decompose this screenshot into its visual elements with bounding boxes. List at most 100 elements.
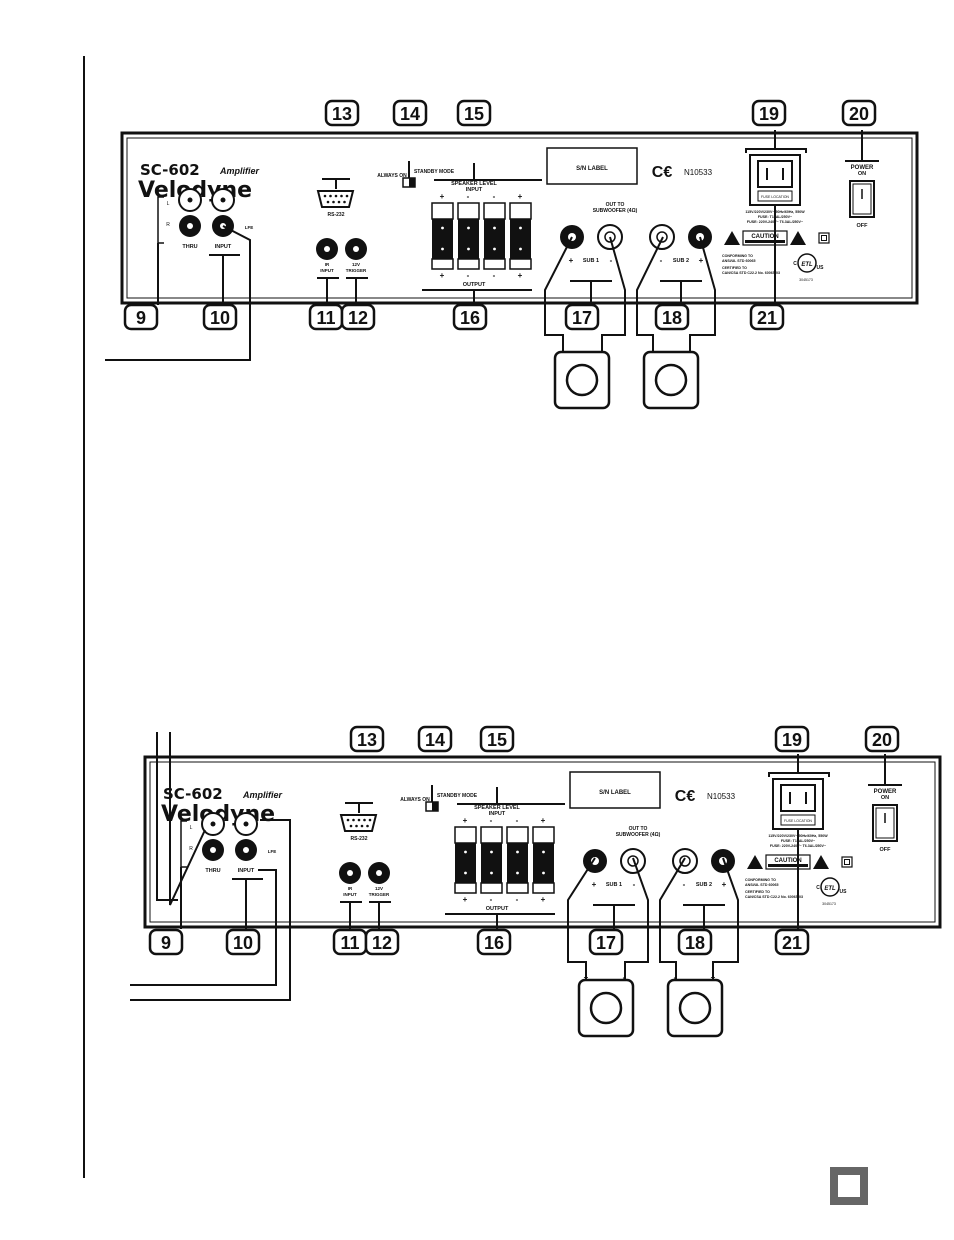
callout-box [324, 99, 360, 127]
sn-label-box [546, 147, 638, 185]
terminal-screw [493, 247, 496, 251]
terminal-screw [490, 850, 493, 854]
terminal-sign: + [440, 192, 445, 201]
rs232-pin [340, 194, 343, 198]
callout-box [349, 725, 385, 753]
callout-16-top: 16 [452, 303, 488, 331]
jack-ir-input [339, 862, 361, 884]
terminal-screw [467, 226, 470, 230]
callout-box [654, 303, 690, 331]
sign-sub2-plus: + [699, 256, 704, 265]
post-center [627, 855, 639, 867]
label-lfe: LFE [245, 225, 254, 230]
terminal-block [533, 843, 554, 883]
ce-mark: C€ [675, 788, 696, 805]
terminal-block [507, 843, 528, 883]
terminal-sign: - [490, 895, 493, 904]
callout-13-top: 13 [324, 99, 360, 127]
label-speaker-level: SPEAKER LEVEL [451, 181, 497, 187]
terminal-sign: - [516, 816, 519, 825]
callout-number: 15 [464, 104, 484, 124]
callout-number: 9 [136, 308, 146, 328]
terminal-bottom [457, 258, 480, 270]
callout-number: 18 [685, 933, 705, 953]
callout-10-bottom: 10 [225, 928, 261, 956]
callout-9-top: 9 [123, 303, 159, 331]
label-certified: CERTIFIED TO [745, 890, 770, 894]
class2-box-icon [818, 232, 830, 244]
terminal-block [510, 219, 531, 259]
callout-number: 11 [316, 308, 335, 328]
callout-number: 20 [872, 730, 892, 750]
callout-9-bottom: 9 [148, 928, 184, 956]
label-standard1: ANSI/UL STD 60065 [722, 259, 756, 263]
speaker-1-bottom [577, 978, 635, 1038]
callout-box [392, 99, 428, 127]
wire-sub2-plus-bottom [712, 857, 739, 980]
rs232-pin [337, 200, 341, 204]
label-input: INPUT [238, 868, 255, 874]
wire-sub2-plus-top [689, 236, 716, 352]
terminal-sign: + [463, 816, 468, 825]
post-sub1-minus [620, 848, 646, 874]
callout-11-bottom: 11 [332, 928, 368, 956]
label-12v: 12V [375, 886, 383, 891]
callout-box [479, 725, 515, 753]
callout-number: 15 [487, 730, 507, 750]
terminal-block [455, 843, 476, 883]
terminal-screw [464, 871, 467, 875]
model-suffix: Amplifier [242, 790, 283, 800]
label-input: INPUT [215, 244, 232, 250]
class2-inner-icon [844, 859, 850, 865]
rca-pin [187, 223, 193, 229]
callout-10-top: 10 [202, 303, 238, 331]
callout-17-bottom: 17 [588, 928, 624, 956]
callout-number: 10 [233, 933, 253, 953]
warning-triangle-icon [747, 855, 763, 869]
rs232-pin [349, 824, 353, 828]
label-12v: 12V [352, 262, 360, 267]
chassis-inner [149, 761, 936, 923]
label-etl-us: US [817, 265, 825, 271]
terminal-bottom [509, 258, 532, 270]
wire-lfe-top [105, 225, 251, 361]
label-ir: IR [325, 262, 330, 267]
callout-box [751, 99, 787, 127]
callout-number: 14 [425, 730, 445, 750]
terminal-screw [467, 247, 470, 251]
rs232-pin [360, 824, 364, 828]
callout-box [841, 99, 877, 127]
callout-number: 12 [372, 933, 392, 953]
callout-15-bottom: 15 [479, 725, 515, 753]
post-sub2-minus [672, 848, 698, 874]
ce-mark: C€ [652, 164, 673, 181]
jack-12v-trigger [345, 238, 367, 260]
terminal-top [506, 826, 529, 844]
terminal-sign: - [516, 895, 519, 904]
callout-number: 14 [400, 104, 420, 124]
callout-box [677, 928, 713, 956]
label-conforming: CONFORMING TO [722, 254, 753, 258]
sign-sub2-minus: - [660, 256, 663, 265]
label-standby-mode: STANDBY MODE [414, 169, 455, 175]
callout-box [417, 725, 453, 753]
label-sub2: SUB 2 [673, 258, 689, 264]
terminal-bottom [532, 882, 555, 894]
label-off: OFF [880, 847, 892, 853]
model-name: SC-602 [140, 161, 200, 179]
label-lfe: LFE [268, 849, 277, 854]
terminal-top [431, 202, 454, 220]
rs232-pin [368, 818, 372, 822]
terminal-block [432, 219, 453, 259]
wire-sub1-plus-bottom [567, 857, 596, 980]
rca-thru-left [201, 812, 225, 836]
rca-thru-left [178, 188, 202, 212]
terminal-sign: + [518, 192, 523, 201]
label-subwoofer: SUBWOOFER (4Ω) [616, 832, 661, 838]
label-l: L [167, 201, 170, 207]
wire-sub1-plus-top [544, 236, 573, 352]
callout-11-top: 11 [308, 303, 344, 331]
wire-sub1-minus-top [601, 236, 626, 352]
label-trigger: TRIGGER [369, 892, 390, 897]
terminal-top [454, 826, 477, 844]
